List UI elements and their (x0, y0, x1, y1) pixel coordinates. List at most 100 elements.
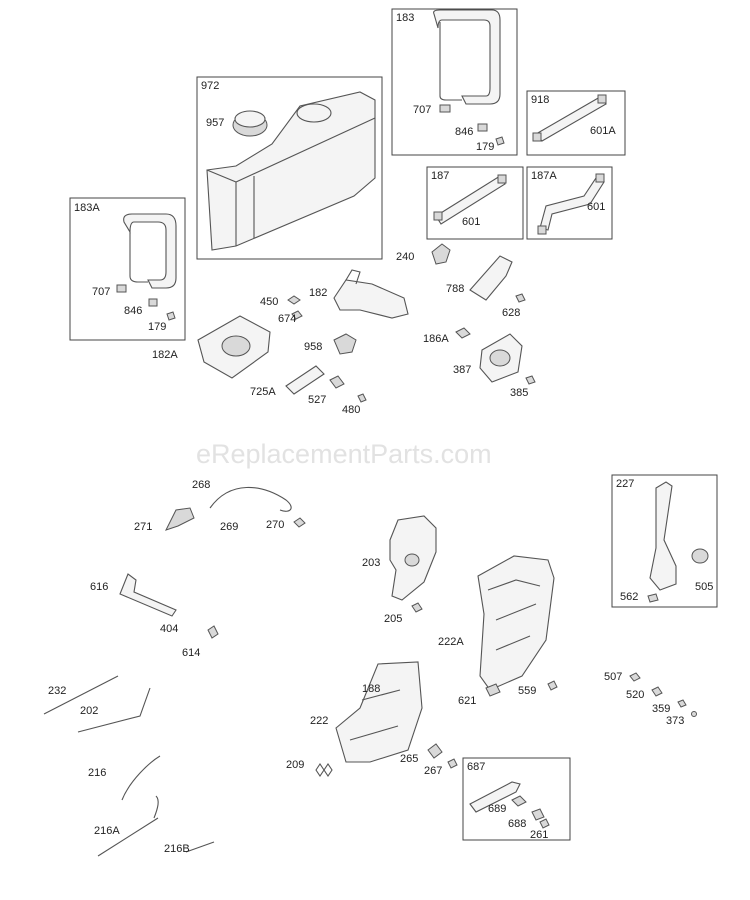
hose-clamp (595, 173, 605, 183)
part-label: 216A (94, 825, 120, 837)
part-label: 520 (626, 689, 644, 701)
part-label: 216 (88, 767, 106, 779)
box-972[interactable]: 972 957 (196, 76, 383, 260)
control-bracket-222 (335, 661, 423, 763)
part-label: 182A (152, 349, 178, 361)
box-187[interactable]: 187 601 (426, 166, 524, 240)
box-227[interactable]: 227 505 562 (611, 474, 718, 608)
upper-loose-parts: 240 788 628 182 450 674 958 186A 387 385… (152, 243, 536, 416)
part-label: 216B (164, 843, 190, 855)
tube-725a (285, 365, 325, 395)
part-label: 846 (124, 305, 142, 317)
nut-505 (691, 548, 709, 564)
box-title: 183 (396, 12, 414, 24)
part-label: 527 (308, 394, 326, 406)
part-label: 788 (446, 283, 464, 295)
part-label: 261 (530, 829, 548, 841)
bracket-tab (345, 269, 361, 285)
part-520 (651, 686, 663, 697)
part-label: 267 (424, 765, 442, 777)
nut-450 (287, 295, 301, 305)
link-202 (77, 687, 151, 733)
box-183a[interactable]: 183A 707 846 179 (69, 197, 186, 341)
part-label: 601A (590, 125, 616, 137)
screw-628 (515, 293, 526, 303)
shroud-183a (123, 213, 177, 289)
box-187a[interactable]: 187A 601 (526, 166, 613, 240)
box-title: 918 (531, 94, 549, 106)
part-label: 601 (462, 216, 480, 228)
bracket-details (349, 689, 401, 741)
part-621 (485, 683, 501, 697)
part-label: 359 (652, 703, 670, 715)
part-label: 205 (384, 613, 402, 625)
part-507 (629, 672, 641, 682)
spring-216 (121, 755, 161, 801)
lever-687 (469, 781, 521, 813)
hose-clamp (433, 211, 443, 221)
part-label: 270 (266, 519, 284, 531)
box-183[interactable]: 183 707 846 179 (391, 8, 518, 156)
link-232 (43, 675, 119, 715)
part-label: 271 (134, 521, 152, 533)
part-label: 674 (278, 313, 296, 325)
part-label: 240 (396, 251, 414, 263)
part-958 (333, 333, 357, 355)
part-label: 601 (587, 201, 605, 213)
part-label: 202 (80, 705, 98, 717)
shroud-edge (439, 22, 462, 101)
part-label: 559 (518, 685, 536, 697)
fuel-line-601 (435, 175, 506, 225)
bracket-hole (404, 553, 420, 567)
box-title: 187A (531, 170, 557, 182)
part-label: 209 (286, 759, 304, 771)
screw-480 (357, 393, 367, 403)
spring-209 (315, 763, 333, 777)
part-265 (427, 743, 443, 759)
part-label: 505 (695, 581, 713, 593)
part-label: 688 (508, 818, 526, 830)
center-parts: 203 205 222A 621 559 188 222 209 265 267 (286, 515, 558, 777)
bracket-hole (221, 335, 251, 357)
pump-diaphragm (489, 349, 511, 367)
shroud-edge (129, 232, 148, 283)
box-title: 187 (431, 170, 449, 182)
part-label: 507 (604, 671, 622, 683)
fuel-shutoff-240 (431, 243, 451, 265)
box-687[interactable]: 687 689 688 261 (462, 757, 571, 841)
part-label: 179 (148, 321, 166, 333)
bolt-562 (647, 593, 659, 603)
box-918[interactable]: 918 601A (526, 90, 626, 156)
bracket-707 (116, 284, 127, 293)
control-cable-268 (209, 486, 292, 512)
part-label: 186A (423, 333, 449, 345)
screw-267 (447, 758, 458, 769)
tank-edges (206, 117, 376, 246)
part-186a (455, 327, 471, 339)
bracket-182 (333, 279, 409, 319)
lower-left-parts: 268 271 269 270 616 404 614 232 202 216 … (43, 479, 306, 857)
hose-clamp (597, 94, 607, 104)
hose-clamp (537, 225, 547, 235)
part-label: 480 (342, 404, 360, 416)
part-688 (531, 808, 545, 821)
governor-lever-227 (649, 481, 677, 591)
part-label: 265 (400, 753, 418, 765)
part-label: 450 (260, 296, 278, 308)
watermark-text: eReplacementParts.com (196, 439, 492, 469)
screw-179 (495, 136, 505, 146)
right-small-parts: 507 520 359 373 (604, 671, 697, 727)
box-title: 972 (201, 80, 219, 92)
clip-527 (329, 375, 345, 389)
control-plate-222a (477, 555, 555, 691)
part-label: 385 (510, 387, 528, 399)
hose-clamp (532, 132, 542, 142)
part-373 (691, 711, 697, 717)
bracket-788 (469, 255, 513, 301)
part-label: 957 (206, 117, 224, 129)
bracket-707 (439, 104, 451, 113)
part-label: 188 (362, 683, 380, 695)
screw-261 (539, 818, 550, 829)
plate-details (487, 579, 541, 651)
